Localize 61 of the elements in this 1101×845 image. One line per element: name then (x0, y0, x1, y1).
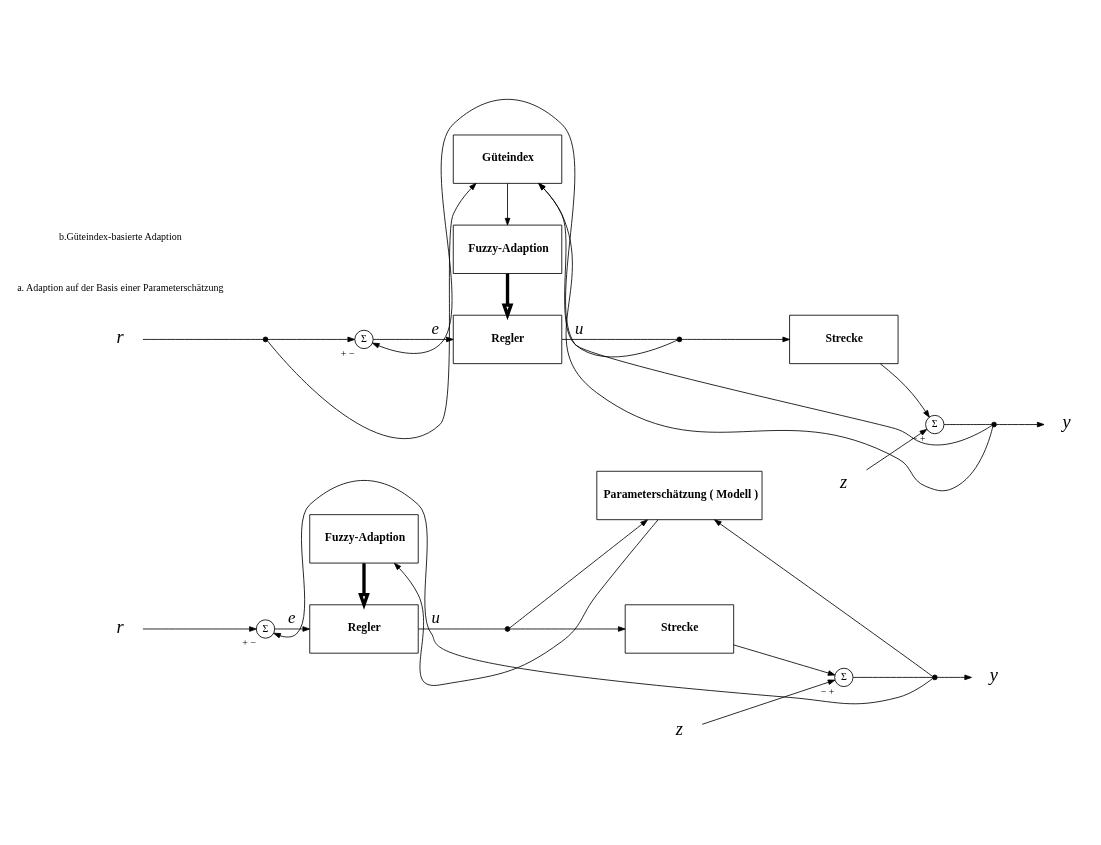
node-dot (991, 421, 997, 427)
node-text: r (116, 326, 124, 347)
arrow (879, 362, 930, 418)
node-box: Regler (309, 603, 419, 654)
node-box: Strecke (624, 603, 735, 654)
arrow (996, 421, 1045, 427)
arrow (509, 519, 648, 628)
node-circle: Σ (255, 618, 276, 639)
connector (852, 676, 933, 678)
edge-label: u (575, 318, 584, 338)
connector (943, 423, 992, 425)
node-label: − + (820, 685, 835, 697)
node-box: Strecke (789, 314, 899, 364)
node-dot (504, 625, 511, 632)
edge-label: e (431, 318, 440, 338)
node-box: Güteindex (452, 134, 563, 184)
node-box: Parameterschätzung ( Modell ) (596, 470, 763, 520)
node-text: z (840, 471, 848, 492)
node-text: y (989, 664, 999, 685)
arrow (142, 625, 257, 632)
arrow (372, 98, 992, 445)
arrow (358, 562, 370, 610)
node-dot (931, 674, 938, 680)
node-dot (262, 336, 269, 342)
arrow (267, 182, 477, 439)
edge-label: u (431, 607, 440, 627)
node-label: + − (340, 347, 355, 359)
connector (561, 338, 678, 340)
arrow (501, 273, 514, 320)
node-label: + − (242, 636, 257, 648)
edge-label: e (288, 607, 296, 627)
arrow (394, 518, 659, 686)
arrow (274, 625, 310, 632)
arrow (267, 336, 355, 342)
arrow (504, 182, 511, 225)
node-box: Fuzzy-Adaption (452, 224, 563, 274)
arrow (538, 182, 994, 491)
arrow (936, 674, 972, 680)
label: a. Adaption auf der Basis einer Parameterschätzung (17, 281, 224, 293)
node-circle: Σ (834, 667, 854, 687)
node-circle: Σ (354, 329, 374, 349)
node-text: r (116, 616, 124, 637)
arrow (701, 679, 836, 725)
arrow (714, 518, 933, 677)
node-circle: Σ (925, 414, 945, 434)
arrow (681, 336, 790, 342)
node-label: − + (911, 432, 926, 444)
connector (418, 628, 506, 629)
arrow (372, 336, 454, 342)
label: b.Güteindex-basierte Adaption (58, 230, 182, 242)
arrow (538, 182, 678, 357)
node-box: Fuzzy-Adaption (309, 513, 419, 563)
arrow (866, 428, 928, 470)
node-box: Regler (452, 314, 563, 364)
arrow (733, 644, 836, 676)
node-dot (676, 336, 683, 342)
arrow (273, 479, 933, 704)
node-text: y (1062, 411, 1071, 432)
connector (142, 338, 264, 340)
node-text: z (675, 718, 683, 739)
arrow (509, 625, 626, 632)
